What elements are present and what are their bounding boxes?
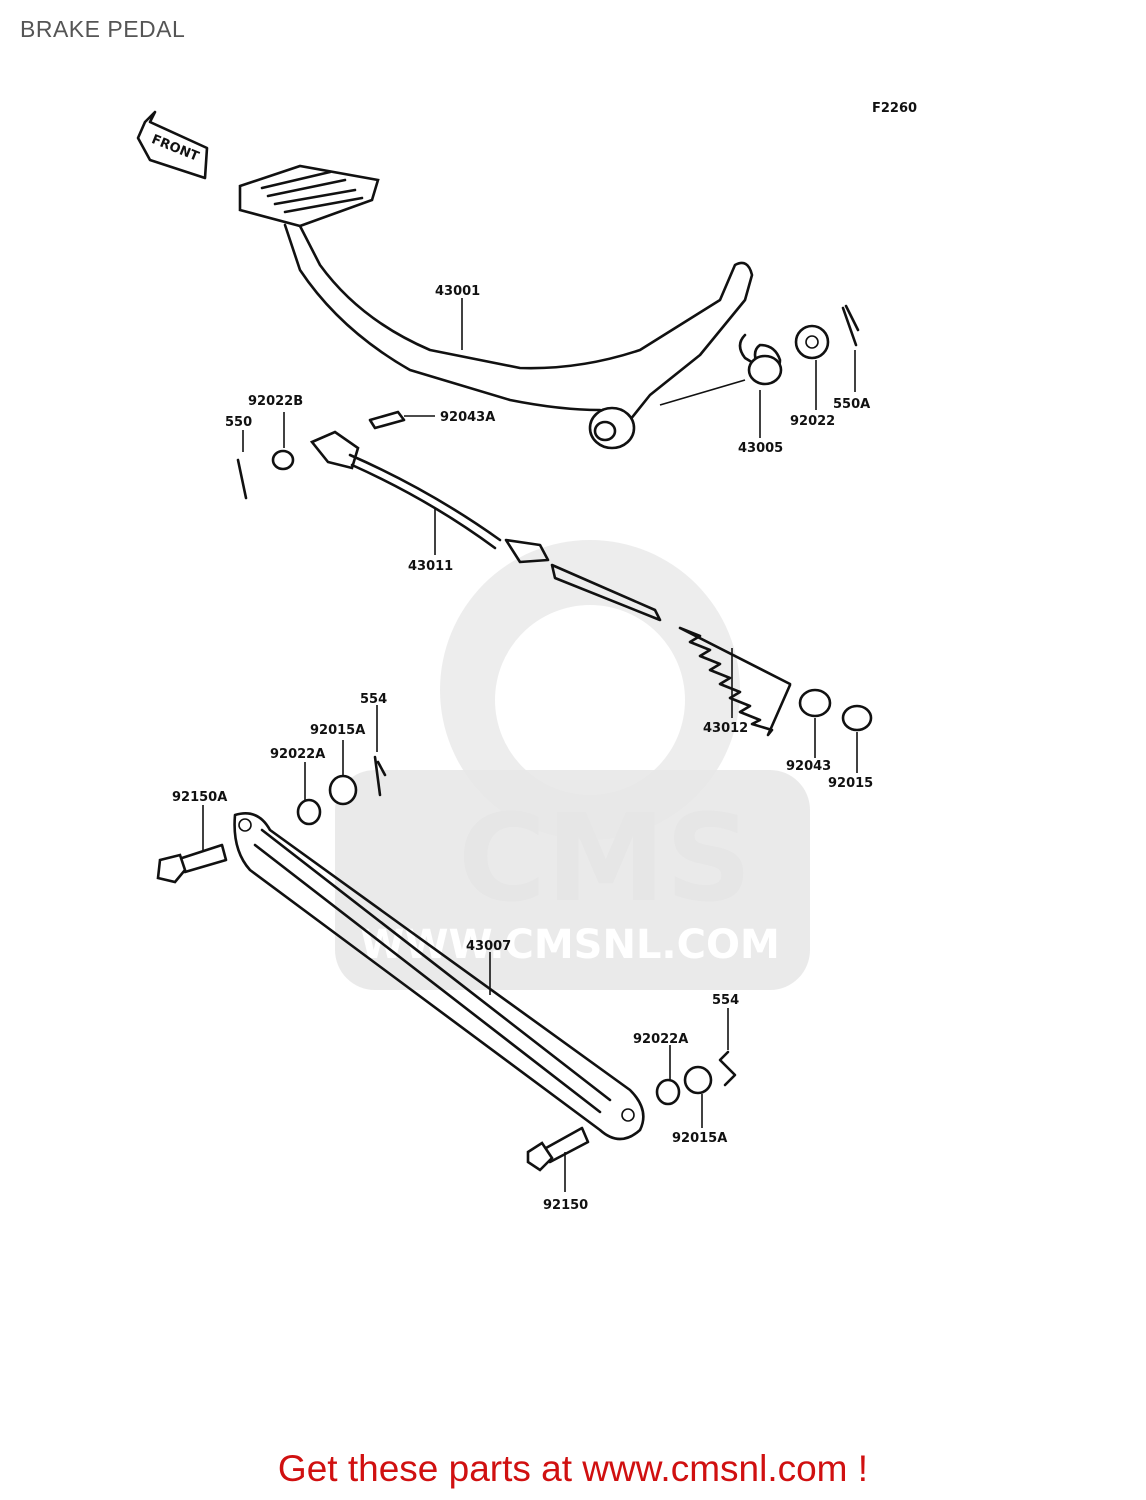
front-label: FRONT [149,132,201,165]
part-label-92150: 92150 [543,1198,588,1213]
part-label-92015A-upper: 92015A [310,723,365,738]
part-label-92015: 92015 [828,776,873,791]
watermark-brand: CMS [458,790,752,929]
part-label-550: 550 [225,415,252,430]
part-label-92022A-lower: 92022A [633,1032,688,1047]
footer-link[interactable]: Get these parts at www.cmsnl.com ! [277,1448,869,1489]
part-label-554-lower: 554 [712,993,739,1008]
front-arrow-marker: FRONT [136,110,209,180]
part-label-43007: 43007 [466,939,511,954]
upper-link-hardware [156,705,387,884]
part-label-92022B: 92022B [248,394,303,409]
brake-rod-assembly [236,410,662,622]
cms-watermark: CMS WWW.CMSNL.COM [335,540,810,990]
brake-spring-and-nuts [678,626,873,773]
watermark-url: WWW.CMSNL.COM [360,922,780,968]
part-label-43005: 43005 [738,441,783,456]
figure-code: F2260 [872,101,917,116]
lower-link-hardware [526,1008,737,1192]
part-label-43001: 43001 [435,284,480,299]
part-label-550A: 550A [833,397,870,412]
return-spring-and-washer [659,304,860,438]
part-label-554-upper: 554 [360,692,387,707]
page-title: BRAKE PEDAL [20,16,186,42]
part-label-92043: 92043 [786,759,831,774]
part-label-92043A: 92043A [440,410,495,425]
part-label-92150A: 92150A [172,790,227,805]
brake-link-bar [233,812,645,1141]
part-label-92015A-lower: 92015A [672,1131,727,1146]
part-label-43011: 43011 [408,559,453,574]
part-label-43012: 43012 [703,721,748,736]
part-label-92022A-upper: 92022A [270,747,325,762]
part-labels: 43001 43005 92022 550A 92022B 550 92043A… [172,284,873,1213]
part-label-92022: 92022 [790,414,835,429]
brake-pedal-part [238,164,754,450]
